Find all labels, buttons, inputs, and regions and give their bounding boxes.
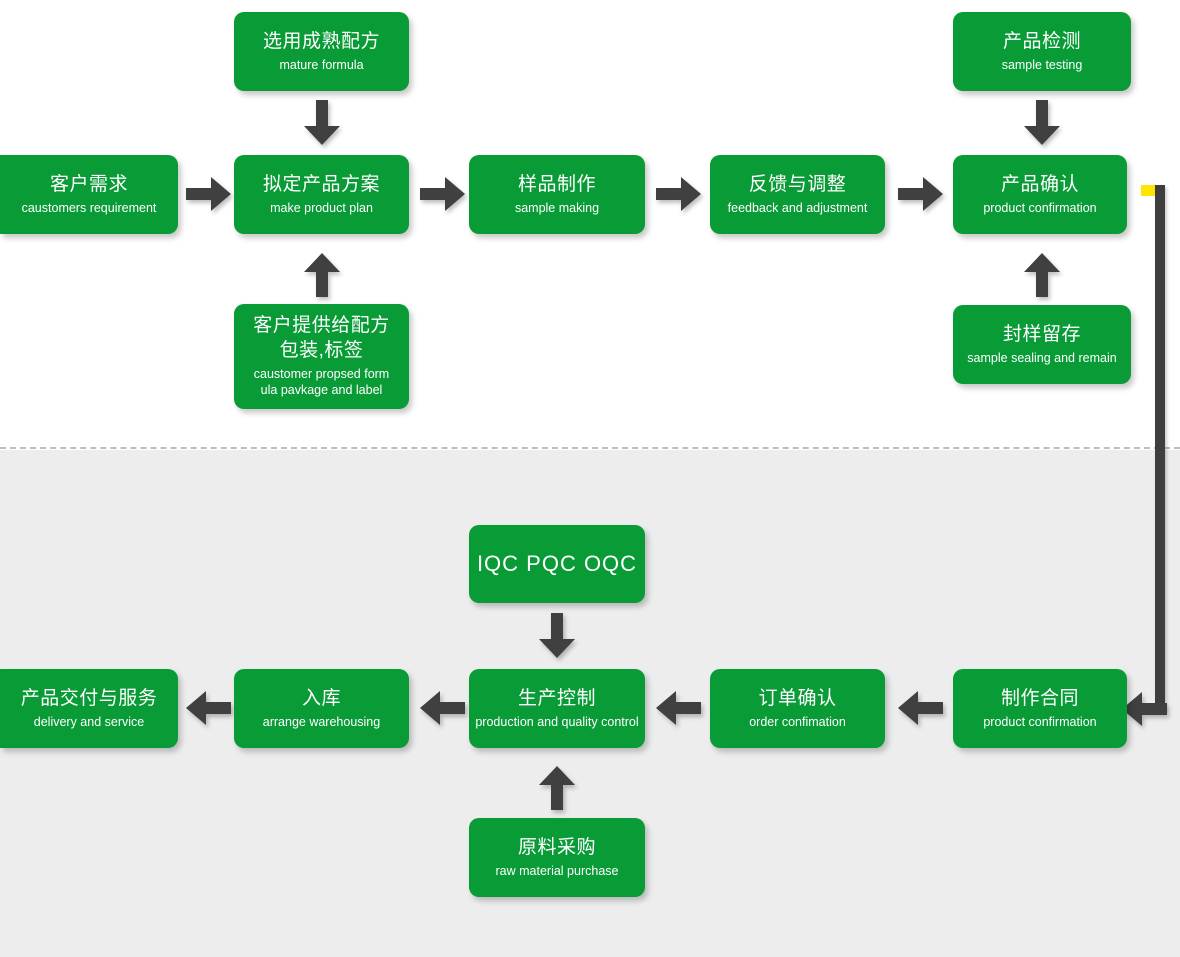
arrow-right-sample-making-to-feedback bbox=[656, 177, 702, 213]
node-title-en: caustomer propsed form ula pavkage and l… bbox=[253, 367, 390, 398]
arrow-up-customer-formula-to-plan bbox=[303, 252, 341, 298]
node-mature-formula[interactable]: 选用成熟配方 mature formula bbox=[234, 12, 409, 91]
node-title-cn: 订单确认 bbox=[758, 687, 837, 709]
node-delivery-and-service[interactable]: 产品交付与服务 delivery and service bbox=[0, 669, 178, 748]
node-make-contract[interactable]: 制作合同 product confirmation bbox=[953, 669, 1127, 748]
node-title-cn: IQC PQC OQC bbox=[476, 550, 638, 576]
node-title-cn: 原料采购 bbox=[517, 836, 596, 858]
node-title-cn: 反馈与调整 bbox=[748, 173, 847, 195]
node-title-cn: 拟定产品方案 bbox=[262, 173, 380, 195]
node-iqc-pqc-oqc[interactable]: IQC PQC OQC bbox=[469, 525, 645, 603]
node-title-cn: 产品确认 bbox=[1000, 173, 1079, 195]
node-title-en: feedback and adjustment bbox=[727, 201, 868, 216]
node-sample-making[interactable]: 样品制作 sample making bbox=[469, 155, 645, 234]
node-make-product-plan[interactable]: 拟定产品方案 make product plan bbox=[234, 155, 409, 234]
node-title-en: sample testing bbox=[1001, 58, 1083, 73]
node-title-en: sample sealing and remain bbox=[967, 351, 1117, 366]
node-title-en: production and quality control bbox=[475, 715, 639, 730]
arrow-down-testing-to-confirmation bbox=[1023, 100, 1061, 146]
node-title-cn: 客户需求 bbox=[49, 173, 128, 195]
node-title-en: sample making bbox=[514, 201, 600, 216]
node-title-en: delivery and service bbox=[33, 715, 145, 730]
connector-vertical-line bbox=[1155, 185, 1165, 710]
node-title-en: caustomers requirement bbox=[21, 201, 157, 216]
node-feedback-and-adjustment[interactable]: 反馈与调整 feedback and adjustment bbox=[710, 155, 885, 234]
node-sample-sealing[interactable]: 封样留存 sample sealing and remain bbox=[953, 305, 1131, 384]
node-title-cn: 样品制作 bbox=[517, 173, 596, 195]
node-title-en: product confirmation bbox=[983, 201, 1097, 216]
node-arrange-warehousing[interactable]: 入库 arrange warehousing bbox=[234, 669, 409, 748]
arrow-left-connector-to-contract bbox=[1122, 692, 1168, 728]
node-customer-proposed-formula[interactable]: 客户提供给配方 包装,标签 caustomer propsed form ula… bbox=[234, 304, 409, 409]
node-production-and-quality-control[interactable]: 生产控制 production and quality control bbox=[469, 669, 645, 748]
arrow-down-iqc-to-production bbox=[538, 613, 576, 659]
connector-yellow-stub bbox=[1141, 185, 1163, 196]
arrow-left-warehousing-to-delivery bbox=[186, 691, 232, 727]
arrow-left-order-to-production bbox=[656, 691, 702, 727]
arrow-left-production-to-warehousing bbox=[420, 691, 466, 727]
node-title-cn: 入库 bbox=[301, 687, 341, 709]
node-sample-testing[interactable]: 产品检测 sample testing bbox=[953, 12, 1131, 91]
arrow-right-plan-to-sample-making bbox=[420, 177, 466, 213]
node-title-en: order confimation bbox=[749, 715, 846, 730]
node-title-en: raw material purchase bbox=[495, 864, 619, 879]
node-customers-requirement[interactable]: 客户需求 caustomers requirement bbox=[0, 155, 178, 234]
arrow-down-mature-formula-to-plan bbox=[303, 100, 341, 146]
node-title-cn: 生产控制 bbox=[517, 687, 596, 709]
arrow-up-raw-material-to-production bbox=[538, 765, 576, 811]
node-title-cn: 产品交付与服务 bbox=[20, 687, 158, 709]
node-title-en: mature formula bbox=[279, 58, 364, 73]
section-divider bbox=[0, 447, 1180, 449]
node-title-cn: 制作合同 bbox=[1000, 687, 1079, 709]
node-product-confirmation[interactable]: 产品确认 product confirmation bbox=[953, 155, 1127, 234]
node-title-cn: 封样留存 bbox=[1002, 323, 1081, 345]
node-raw-material-purchase[interactable]: 原料采购 raw material purchase bbox=[469, 818, 645, 897]
node-title-cn: 选用成熟配方 bbox=[262, 30, 380, 52]
arrow-right-feedback-to-confirmation bbox=[898, 177, 944, 213]
node-title-en: product confirmation bbox=[983, 715, 1097, 730]
arrow-up-sample-sealing-to-confirmation bbox=[1023, 252, 1061, 298]
node-title-cn: 客户提供给配方 包装,标签 bbox=[253, 315, 390, 361]
node-order-confirmation[interactable]: 订单确认 order confimation bbox=[710, 669, 885, 748]
node-title-cn: 产品检测 bbox=[1002, 30, 1081, 52]
node-title-en: make product plan bbox=[270, 201, 373, 216]
node-title-en: arrange warehousing bbox=[262, 715, 381, 730]
arrow-left-contract-to-order bbox=[898, 691, 944, 727]
arrow-right-requirement-to-plan bbox=[186, 177, 232, 213]
